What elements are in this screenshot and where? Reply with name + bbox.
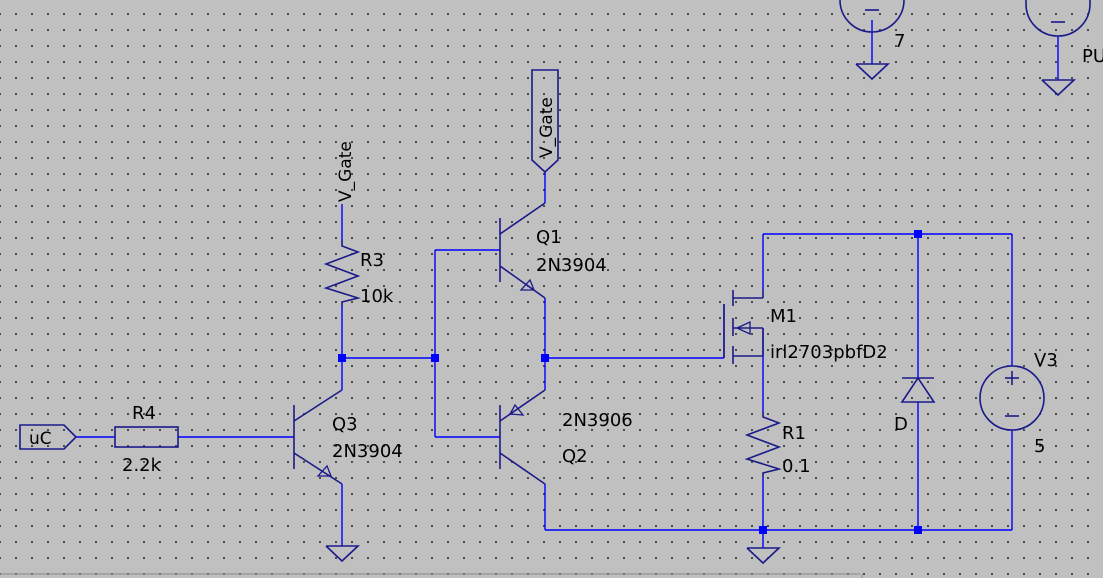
- junctions: [338, 230, 922, 534]
- port-flag-uc[interactable]: uC: [19, 424, 78, 450]
- diode-name: D: [894, 414, 908, 435]
- net-flag-v-gate[interactable]: V_Gate: [531, 69, 559, 174]
- source-a-value: 7: [894, 31, 905, 52]
- q3-name: Q3: [332, 414, 358, 435]
- port-flag-uc-text: uC: [29, 429, 52, 449]
- mosfet-m1[interactable]: M1 irl2703pbfD2: [723, 290, 888, 364]
- r1-name: R1: [782, 423, 806, 444]
- transistor-q1[interactable]: Q1 2N3904: [499, 202, 607, 299]
- ground-symbol: [746, 547, 782, 565]
- resistor-r4[interactable]: R4 2.2k: [114, 403, 179, 476]
- v3-name: V3: [1034, 350, 1058, 371]
- source-b-label: PU: [1082, 46, 1103, 67]
- m1-name: M1: [770, 306, 797, 327]
- voltage-source-pu[interactable]: PU: [1025, 0, 1103, 97]
- net-label-v-gate-text: V_Gate: [336, 141, 356, 202]
- diode-d[interactable]: D: [894, 376, 936, 435]
- q2-model: 2N3906: [562, 410, 633, 431]
- q1-model: 2N3904: [536, 255, 607, 276]
- v3-value: 5: [1034, 436, 1045, 457]
- resistor-r1[interactable]: R1 0.1: [744, 411, 811, 477]
- m1-model: irl2703pbfD2: [770, 342, 888, 363]
- r3-name: R3: [360, 250, 384, 271]
- r4-name: R4: [132, 403, 156, 424]
- r1-value: 0.1: [782, 456, 811, 477]
- q2-name: Q2: [562, 446, 588, 467]
- q3-model: 2N3904: [332, 441, 403, 462]
- voltage-source-v3[interactable]: V3 5: [979, 350, 1058, 457]
- r4-value: 2.2k: [122, 455, 162, 476]
- net-label-v-gate[interactable]: V_Gate: [336, 141, 356, 202]
- wires: [76, 20, 1059, 548]
- q1-name: Q1: [536, 227, 562, 248]
- voltage-source-top[interactable]: 7: [839, 0, 905, 81]
- resistor-r3[interactable]: R3 10k: [323, 240, 394, 307]
- transistor-q3[interactable]: Q3 2N3904: [293, 389, 403, 485]
- transistor-q2[interactable]: 2N3906 Q2: [499, 389, 633, 485]
- ground-symbol: [325, 545, 361, 563]
- r3-value: 10k: [360, 286, 394, 307]
- net-flag-v-gate-text: V_Gate: [537, 97, 557, 158]
